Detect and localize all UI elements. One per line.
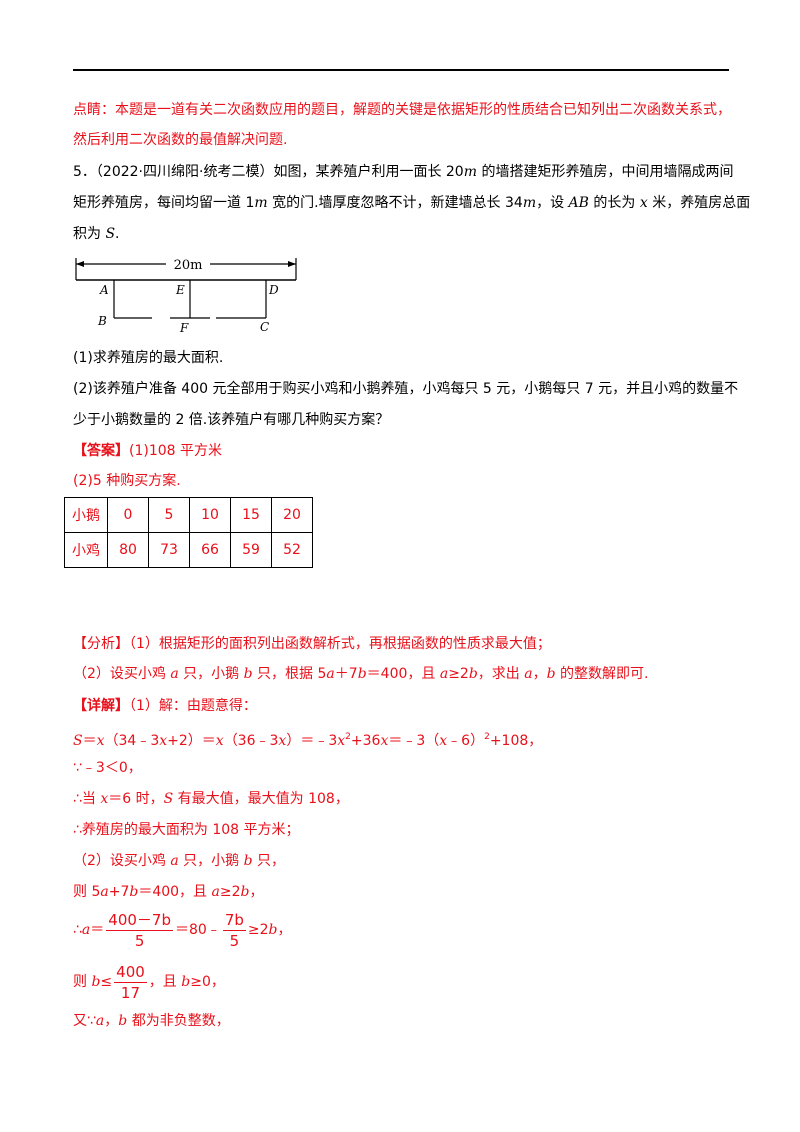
question-2-line-1: (2)该养殖户准备 400 元全部用于购买小鸡和小鹅养殖，小鸡每只 5 元，小鹅… bbox=[73, 381, 739, 397]
question-2-line-2: 少于小鹅数量的 2 倍.该养殖户有哪几种购买方案？ bbox=[73, 412, 390, 428]
analysis-line-2: （2）设买小鸡 a 只，小鹅 b 只，根据 5a＋7b＝400，且 a≥2b，求… bbox=[73, 666, 649, 682]
comment-label: 点睛： bbox=[73, 102, 115, 118]
table-row: 小鹅 0 5 10 15 20 bbox=[64, 497, 313, 533]
table-cell: 66 bbox=[189, 532, 231, 568]
comment-line-2: 然后利用二次函数的最值解决问题. bbox=[73, 132, 288, 148]
wall-length-label: 20m bbox=[174, 258, 203, 273]
detail-because: ∵﹣3＜0， bbox=[73, 760, 142, 776]
header-rule bbox=[73, 69, 729, 71]
table-cell: 73 bbox=[148, 532, 190, 568]
label-B: B bbox=[97, 314, 107, 328]
label-C: C bbox=[260, 320, 269, 334]
detail-then-1: 则 5a+7b＝400，且 a≥2b， bbox=[73, 884, 264, 900]
detail-label: 【详解】 bbox=[73, 698, 129, 714]
comment-line-1: 点睛：本题是一道有关二次函数应用的题目，解题的关键是依据矩形的性质结合已知列出二… bbox=[73, 102, 731, 118]
table-cell: 52 bbox=[271, 532, 313, 568]
answer-table: 小鹅 0 5 10 15 20 小鸡 80 73 66 59 52 bbox=[64, 497, 313, 568]
question-1: (1)求养殖房的最大面积. bbox=[73, 350, 224, 366]
table-cell: 20 bbox=[271, 497, 313, 533]
detail-part-2: （2）设买小鸡 a 只，小鹅 b 只， bbox=[73, 853, 286, 869]
table-cell: 59 bbox=[230, 532, 272, 568]
answer-line-1: 【答案】(1)108 平方米 bbox=[73, 443, 223, 459]
rectangle-diagram: 20m A B E F D C bbox=[75, 256, 297, 335]
problem-line-3: 积为 S. bbox=[73, 226, 120, 242]
table-cell: 小鹅 bbox=[64, 497, 108, 533]
label-E: E bbox=[175, 283, 185, 297]
detail-equation-1: S＝x（34﹣3x+2）＝x（36﹣3x）＝﹣3x2+36x＝﹣3（x﹣6）2+… bbox=[73, 732, 543, 749]
label-D: D bbox=[268, 283, 279, 297]
problem-line-1: 5．（2022·四川绵阳·统考二模）如图，某养殖户利用一面长 20m 的墙搭建矩… bbox=[73, 164, 734, 180]
table-cell: 5 bbox=[148, 497, 190, 533]
table-cell: 0 bbox=[107, 497, 149, 533]
problem-line-2: 矩形养殖房，每间均留一道 1m 宽的门.墙厚度忽略不计，新建墙总长 34m，设 … bbox=[73, 195, 751, 211]
table-cell: 80 bbox=[107, 532, 149, 568]
table-row: 小鸡 80 73 66 59 52 bbox=[64, 532, 313, 568]
detail-also: 又∵a，b 都为非负整数， bbox=[73, 1013, 230, 1029]
arrow-left bbox=[76, 261, 84, 267]
answer-label: 【答案】 bbox=[73, 443, 129, 459]
answer-line-2: (2)5 种购买方案. bbox=[73, 473, 181, 489]
detail-therefore-2: ∴养殖房的最大面积为 108 平方米； bbox=[73, 822, 300, 838]
label-F: F bbox=[179, 321, 189, 335]
analysis-line-1: 【分析】（1）根据矩形的面积列出函数解析式，再根据函数的性质求最大值； bbox=[73, 636, 551, 652]
table-cell: 10 bbox=[189, 497, 231, 533]
detail-therefore-1: ∴当 x＝6 时，S 有最大值，最大值为 108， bbox=[73, 791, 349, 807]
arrow-right bbox=[288, 261, 296, 267]
table-cell: 15 bbox=[230, 497, 272, 533]
table-cell: 小鸡 bbox=[64, 532, 108, 568]
detail-line-1: 【详解】（1）解：由题意得： bbox=[73, 698, 257, 714]
label-A: A bbox=[99, 283, 109, 297]
